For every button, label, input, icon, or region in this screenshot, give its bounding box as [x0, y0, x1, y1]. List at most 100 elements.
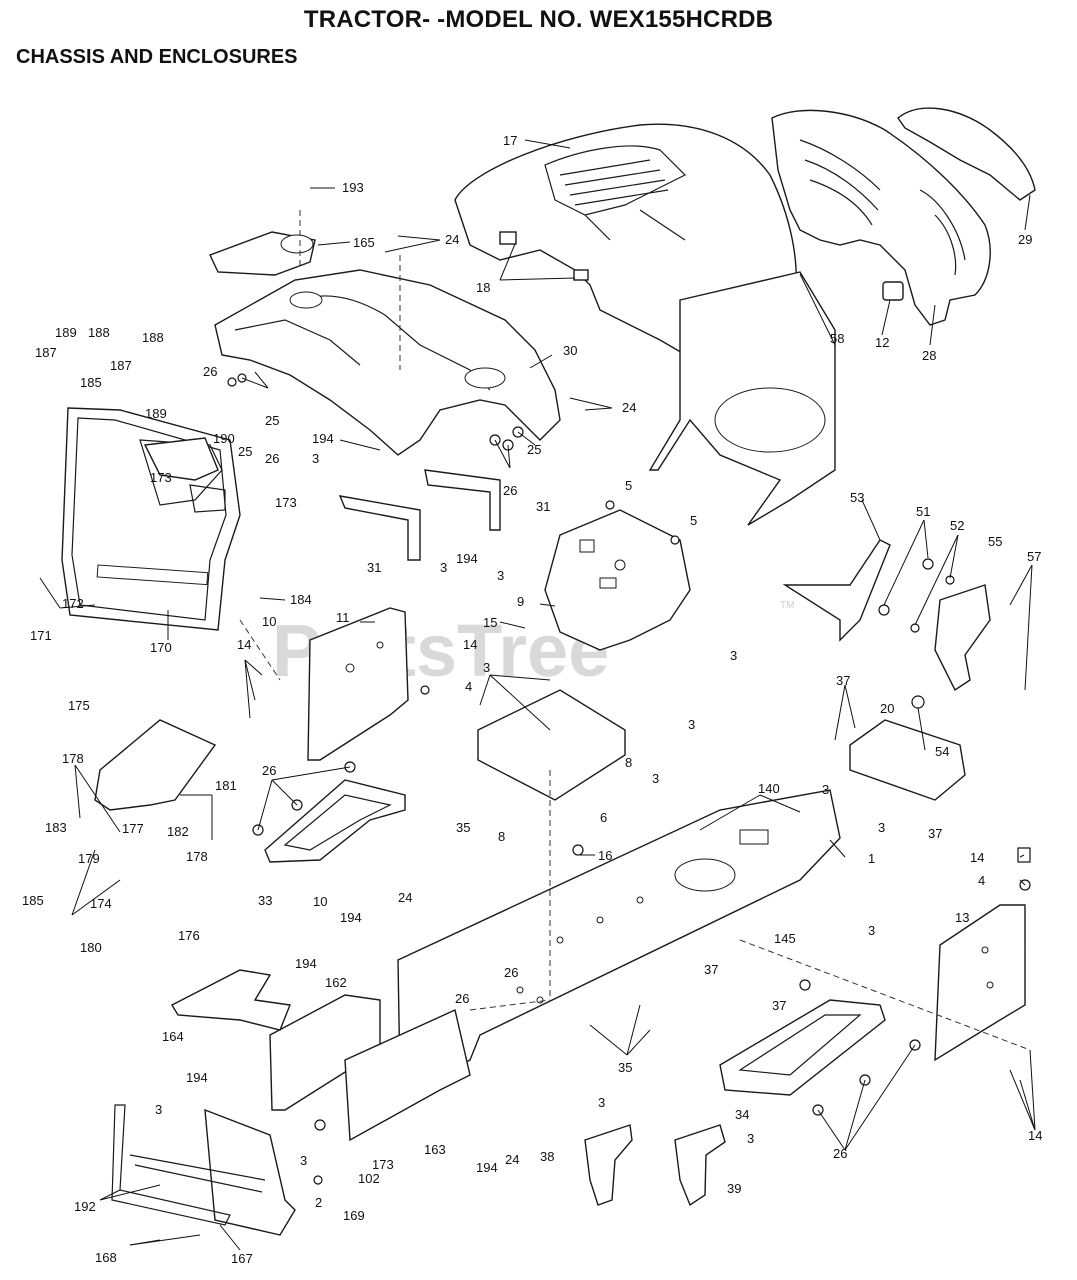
control-panel-bracket-part — [143, 437, 226, 513]
callout-20-label: 20 — [880, 701, 894, 716]
callout-24-label: 24 — [398, 890, 412, 905]
front-bracket-part — [171, 969, 291, 1031]
callout-173-label: 173 — [150, 470, 172, 485]
callout-194-label: 194 — [456, 551, 478, 566]
callout-170-label: 170 — [150, 640, 172, 655]
callout-51-label: 51 — [916, 504, 930, 519]
callout-193-label: 193 — [342, 180, 364, 195]
callout-171-label: 171 — [30, 628, 52, 643]
battery-tray-part — [477, 689, 626, 801]
callout-4-label: 4 — [465, 679, 472, 694]
callout-38-label: 38 — [540, 1149, 554, 1164]
callout-26-label: 26 — [503, 483, 517, 498]
callout-37-label: 37 — [928, 826, 942, 841]
footrest-right-part — [719, 999, 886, 1096]
callout-3-label: 3 — [868, 923, 875, 938]
headlight-trim-part — [897, 107, 1036, 201]
deck-hanger-left-part — [584, 1124, 633, 1206]
callout-179-label: 179 — [78, 851, 100, 866]
callout-3-label: 3 — [822, 782, 829, 797]
callout-3-label: 3 — [688, 717, 695, 732]
callout-188-label: 188 — [142, 330, 164, 345]
callout-168-label: 168 — [95, 1250, 117, 1265]
callout-31-label: 31 — [367, 560, 381, 575]
callout-174-label: 174 — [90, 896, 112, 911]
leader-lines — [39, 139, 1036, 1251]
callout-3-label: 3 — [878, 820, 885, 835]
callout-4-label: 4 — [978, 873, 985, 888]
callout-5-label: 5 — [625, 478, 632, 493]
callout-145-label: 145 — [774, 931, 796, 946]
callout-58-label: 58 — [830, 331, 844, 346]
callout-3-label: 3 — [300, 1153, 307, 1168]
hood-bumper-part — [882, 281, 904, 301]
steering-plate-part — [934, 584, 991, 692]
callout-16-label: 16 — [598, 848, 612, 863]
callout-10-label: 10 — [313, 894, 327, 909]
callout-10-label: 10 — [262, 614, 276, 629]
callout-53-label: 53 — [850, 490, 864, 505]
callout-184-label: 184 — [290, 592, 312, 607]
callout-3-label: 3 — [483, 660, 490, 675]
callout-189-label: 189 — [55, 325, 77, 340]
callout-3-label: 3 — [440, 560, 447, 575]
callout-188-label: 188 — [88, 325, 110, 340]
callout-55-label: 55 — [988, 534, 1002, 549]
side-panel-left-part — [307, 607, 409, 761]
callout-194-label: 194 — [186, 1070, 208, 1085]
callout-1-label: 1 — [868, 851, 875, 866]
callout-165-label: 165 — [353, 235, 375, 250]
callout-37-label: 37 — [772, 998, 786, 1013]
steering-bracket-part — [782, 539, 891, 642]
callout-172-label: 172 — [62, 596, 84, 611]
callout-194-label: 194 — [295, 956, 317, 971]
callout-37-label: 37 — [704, 962, 718, 977]
deck-hanger-right-part — [674, 1124, 726, 1207]
callout-177-label: 177 — [122, 821, 144, 836]
callout-183-label: 183 — [45, 820, 67, 835]
callout-3-label: 3 — [747, 1131, 754, 1146]
callout-173-label: 173 — [372, 1157, 394, 1172]
callout-24-label: 24 — [505, 1152, 519, 1167]
page-title: TRACTOR- -MODEL NO. WEX155HCRDB — [303, 6, 774, 33]
callout-18-label: 18 — [476, 280, 490, 295]
callout-26-label: 26 — [265, 451, 279, 466]
callout-190-label: 190 — [213, 431, 235, 446]
footrest-left-part — [264, 779, 406, 863]
hood-bracket-right-part — [424, 469, 501, 531]
callout-24-label: 24 — [445, 232, 459, 247]
hood-bracket-left-part — [338, 495, 421, 561]
callout-14-label: 14 — [237, 637, 251, 652]
callout-194-label: 194 — [340, 910, 362, 925]
callout-182-label: 182 — [167, 824, 189, 839]
callout-25-label: 25 — [265, 413, 279, 428]
callout-175-label: 175 — [68, 698, 90, 713]
callout-25-label: 25 — [527, 442, 541, 457]
axle-bracket-part — [849, 719, 966, 801]
callout-102-label: 102 — [358, 1171, 380, 1186]
callout-169-label: 169 — [343, 1208, 365, 1223]
callout-35-label: 35 — [456, 820, 470, 835]
callout-167-label: 167 — [231, 1251, 253, 1266]
callout-15-label: 15 — [483, 615, 497, 630]
callout-25-label: 25 — [238, 444, 252, 459]
callout-2-label: 2 — [315, 1195, 322, 1210]
callout-29-label: 29 — [1018, 232, 1032, 247]
callout-3-label: 3 — [598, 1095, 605, 1110]
callout-185-label: 185 — [80, 375, 102, 390]
access-cover-part — [209, 231, 316, 276]
callout-8-label: 8 — [498, 829, 505, 844]
callout-11-label: 11 — [336, 610, 350, 625]
callout-39-label: 39 — [727, 1181, 741, 1196]
callout-8-label: 8 — [625, 755, 632, 770]
callout-14-label: 14 — [1028, 1128, 1042, 1143]
callout-37-label: 37 — [836, 673, 850, 688]
callout-14-label: 14 — [970, 850, 984, 865]
callout-17-label: 17 — [503, 133, 517, 148]
callout-178-label: 178 — [62, 751, 84, 766]
callout-192-label: 192 — [74, 1199, 96, 1214]
callout-34-label: 34 — [735, 1107, 749, 1122]
callout-187-label: 187 — [110, 358, 132, 373]
